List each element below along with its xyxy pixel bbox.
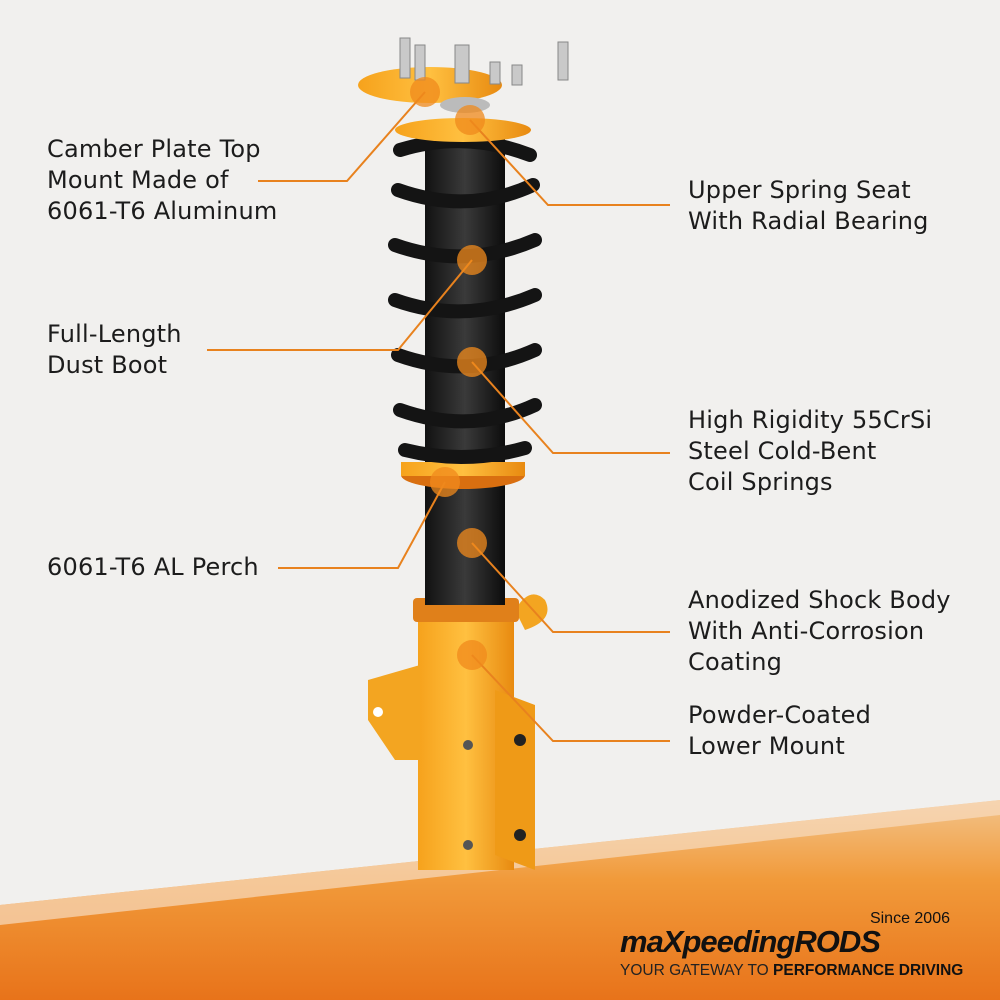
coilover-strut <box>358 37 569 870</box>
label-line: Lower Mount <box>688 732 845 760</box>
label-camber-plate: Camber Plate Top Mount Made of 6061-T6 A… <box>47 134 277 227</box>
callout-dots <box>410 77 487 670</box>
label-line: High Rigidity 55CrSi <box>688 406 933 434</box>
label-line: Upper Spring Seat <box>688 176 911 204</box>
logo-since: Since 2006 <box>869 910 950 927</box>
label-line: With Radial Bearing <box>688 207 929 235</box>
label-line: Steel Cold-Bent <box>688 437 877 465</box>
logo-brand: maXpeedingRODS <box>620 924 881 959</box>
tagline-regular: YOUR GATEWAY TO <box>620 962 774 979</box>
label-line: Anodized Shock Body <box>688 586 951 614</box>
label-line: Coil Springs <box>688 468 833 496</box>
label-line: Powder-Coated <box>688 701 872 729</box>
tagline-bold: PERFORMANCE DRIVING <box>773 962 964 979</box>
label-line: Camber Plate Top <box>47 135 261 163</box>
logo-tagline: YOUR GATEWAY TO PERFORMANCE DRIVING <box>620 962 963 980</box>
label-line: With Anti-Corrosion <box>688 617 925 645</box>
label-shock-body: Anodized Shock Body With Anti-Corrosion … <box>688 585 951 678</box>
label-line: Mount Made of <box>47 166 229 194</box>
label-perch: 6061-T6 AL Perch <box>47 552 259 583</box>
label-line: Coating <box>688 648 783 676</box>
floor-background <box>0 800 1000 1000</box>
label-line: Full-Length <box>47 320 182 348</box>
label-upper-spring-seat: Upper Spring Seat With Radial Bearing <box>688 175 929 237</box>
label-dust-boot: Full-Length Dust Boot <box>47 319 182 381</box>
label-line: Dust Boot <box>47 351 168 379</box>
label-lower-mount: Powder-Coated Lower Mount <box>688 700 871 762</box>
leader-lines <box>207 91 670 742</box>
label-coil-springs: High Rigidity 55CrSi Steel Cold-Bent Coi… <box>688 405 932 498</box>
label-line: 6061-T6 AL Perch <box>47 553 259 581</box>
label-line: 6061-T6 Aluminum <box>47 197 278 225</box>
